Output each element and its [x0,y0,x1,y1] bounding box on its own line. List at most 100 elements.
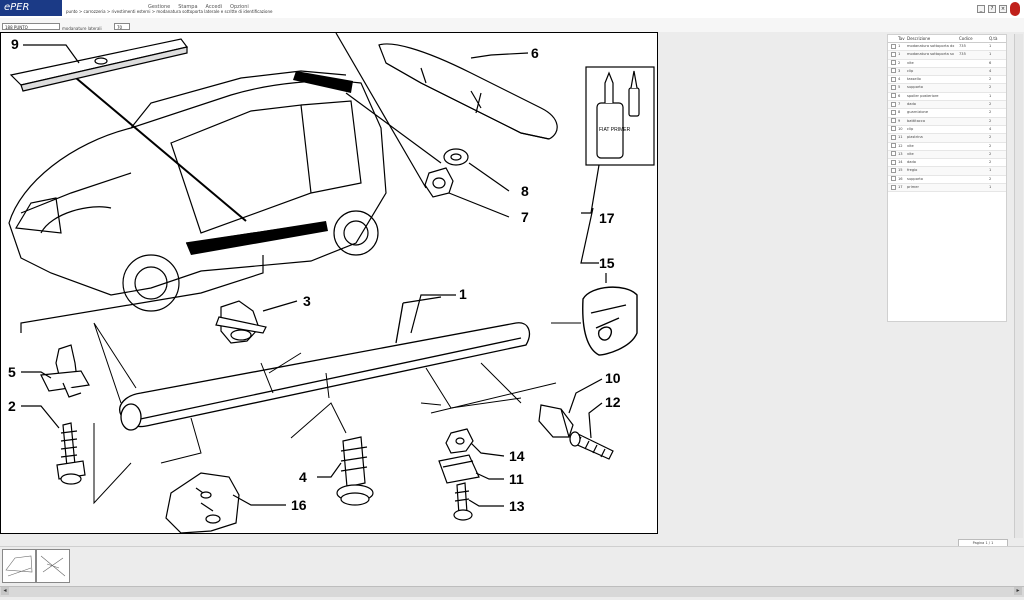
minimize-icon[interactable]: _ [977,5,985,13]
callout-8[interactable]: 8 [521,183,529,199]
callout-15[interactable]: 15 [599,255,615,271]
row-checkbox[interactable] [888,60,898,67]
callout-4[interactable]: 4 [299,469,307,485]
row-description: vite [907,143,914,148]
row-qty: 1 [989,93,992,98]
row-checkbox[interactable] [888,176,898,183]
row-checkbox[interactable] [888,151,898,158]
thumbnail-1[interactable] [2,549,36,583]
callout-11[interactable]: 11 [509,471,524,487]
callout-12[interactable]: 12 [605,394,621,410]
menu-item-opzioni[interactable]: Opzioni [230,4,249,10]
header-qty[interactable]: Q.tà [989,36,998,41]
row-code: 735 [959,44,966,48]
callout-1[interactable]: 1 [459,286,467,302]
callout-3[interactable]: 3 [303,293,311,309]
callout-16[interactable]: 16 [291,497,307,513]
row-tav: 3 [898,68,901,73]
row-qty: 4 [989,126,992,131]
row-checkbox[interactable] [888,143,898,150]
row-checkbox[interactable] [888,43,898,50]
header-tav[interactable]: Tav [898,36,905,41]
scroll-right-icon[interactable]: ▸ [1014,587,1022,595]
callout-2[interactable]: 2 [8,398,16,414]
row-checkbox[interactable] [888,68,898,75]
row-tav: 15 [898,168,903,173]
row-code [959,68,989,75]
scroll-left-icon[interactable]: ◂ [1,587,9,595]
thumbnail-2[interactable] [36,549,70,583]
row-checkbox[interactable] [888,84,898,91]
callout-13[interactable]: 13 [509,498,525,514]
primer-label: FIAT PRIMER [599,127,631,133]
row-checkbox[interactable] [888,167,898,174]
menu-item-stampa[interactable]: Stampa [178,4,198,10]
row-checkbox[interactable] [888,159,898,166]
callout-9[interactable]: 9 [11,36,19,52]
group-select[interactable]: 70 [114,23,130,30]
close-icon[interactable]: × [999,5,1007,13]
row-checkbox[interactable] [888,93,898,100]
window-controls: _ ? × [977,2,1020,16]
callout-14[interactable]: 14 [509,448,525,464]
horizontal-scrollbar[interactable] [0,586,1024,597]
part-3-clip [215,300,267,344]
row-checkbox[interactable] [888,51,898,58]
row-description: battitacco [907,118,926,123]
menu-item-accedi[interactable]: Accedi [205,4,223,10]
row-checkbox[interactable] [888,101,898,108]
callout-10[interactable]: 10 [605,370,621,386]
part-5-bracket [40,344,90,398]
header-code[interactable]: Codice [959,36,973,41]
thumbnail-2-preview [40,555,66,577]
row-code [959,126,989,133]
row-checkbox[interactable] [888,184,898,191]
row-qty: 2 [989,77,992,82]
row-qty: 2 [989,160,992,165]
row-description: supporto [907,176,923,181]
row-tav: 12 [898,143,903,148]
app-logo: ePER [0,0,62,16]
row-description: supporto [907,85,923,90]
callout-6[interactable]: 6 [531,45,539,61]
row-tav: 8 [898,110,901,115]
row-tav: 10 [898,126,903,131]
menu-item-gestione[interactable]: Gestione [148,4,171,10]
row-checkbox[interactable] [888,109,898,116]
row-tav: 7 [898,102,901,107]
row-checkbox[interactable] [888,76,898,83]
row-description: dado [907,160,916,165]
header-desc[interactable]: Descrizione [907,36,931,41]
row-checkbox[interactable] [888,118,898,125]
row-code [959,134,989,141]
part-16-bracket [165,472,240,534]
callout-7[interactable]: 7 [521,209,529,225]
help-icon[interactable]: ? [988,5,996,13]
model-select[interactable]: 188 PUNTO [2,23,60,30]
vertical-scrollbar[interactable] [1014,34,1023,538]
row-code [959,93,989,100]
callout-5[interactable]: 5 [8,364,16,380]
row-checkbox[interactable] [888,126,898,133]
row-checkbox[interactable] [888,134,898,141]
callout-17[interactable]: 17 [599,210,615,226]
